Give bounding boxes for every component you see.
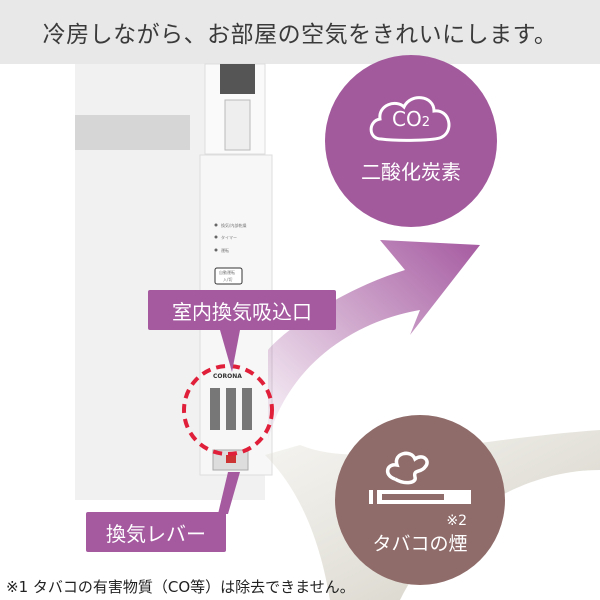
footnote: ※1 タバコの有害物質（CO等）は除去できません。 (6, 578, 355, 596)
unit-ledge (75, 115, 190, 150)
co2-formula: CO (392, 107, 422, 131)
auto-run-sub: 入/切 (223, 277, 233, 282)
co2-subscript: 2 (421, 115, 430, 130)
exhaust-arrow (268, 240, 480, 440)
header-banner: 冷房しながら、お部屋の空気をきれいにします。 (0, 0, 600, 64)
indicator-vent: 換気/内部乾燥 (221, 223, 247, 228)
co2-circle: CO2 二酸化炭素 (325, 55, 497, 227)
lever-label: 換気レバー (106, 521, 206, 546)
indicator-run: 運転 (221, 248, 229, 253)
cloud-icon: CO2 (366, 91, 456, 146)
auto-run-label: 自動運転 (219, 270, 235, 275)
auto-run-button (214, 267, 243, 285)
lever-pointer (218, 472, 240, 514)
intake-vents (210, 388, 252, 430)
intake-label: 室内換気吸込口 (172, 299, 312, 324)
header-title: 冷房しながら、お部屋の空気をきれいにします。 (42, 22, 558, 48)
indicator-timer: タイマー (221, 235, 237, 240)
intake-callout: 室内換気吸込口 (148, 290, 336, 330)
dashed-highlight-circle (182, 364, 274, 456)
smoke-circle: ※2 タバコの煙 (335, 415, 505, 585)
co2-label: 二酸化炭素 (361, 160, 461, 184)
lever-callout: 換気レバー (86, 512, 226, 552)
brand-logo: CORONA (213, 373, 242, 380)
smoke-label: タバコの煙 (372, 532, 468, 555)
callout-pointer (220, 330, 240, 372)
cigarette-smoke-icon (369, 451, 471, 504)
smoke-note: ※2 (446, 512, 467, 529)
